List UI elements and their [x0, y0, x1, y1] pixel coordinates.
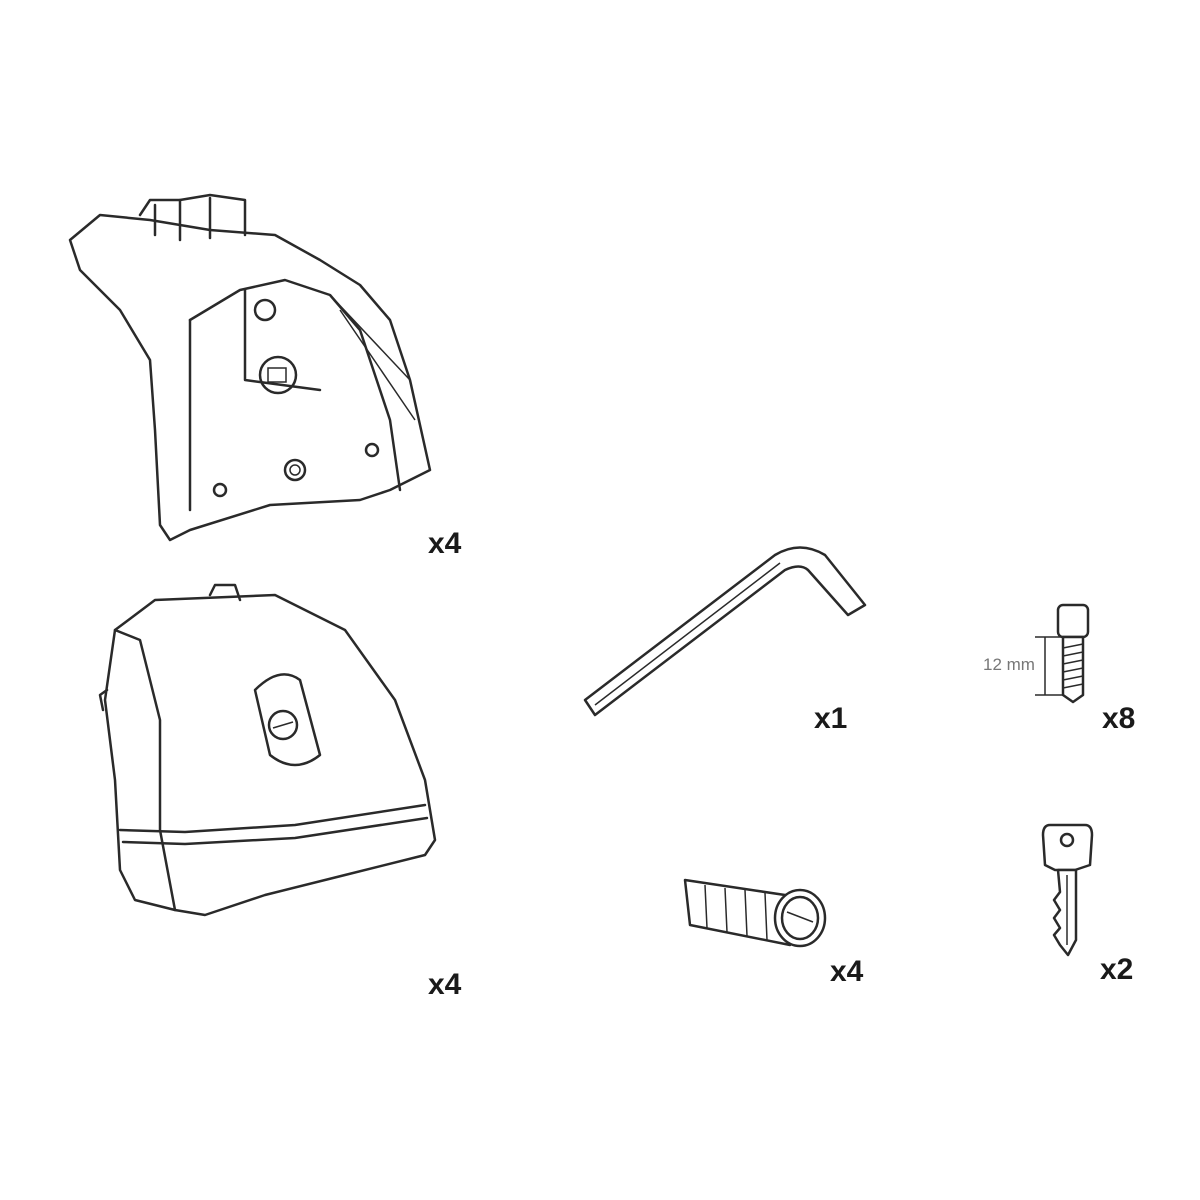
allen-key-quantity: x1: [814, 702, 848, 735]
lock-cylinder-quantity: x4: [830, 955, 864, 988]
allen-key-illustration: [583, 546, 867, 717]
screw-quantity: x8: [1102, 702, 1136, 735]
screw-length-label: 12 mm: [983, 655, 1035, 674]
lock-cylinder-illustration: [683, 878, 827, 948]
key-illustration: [1041, 823, 1094, 957]
key-quantity: x2: [1100, 953, 1134, 986]
foot-quantity: x4: [428, 527, 462, 560]
foot-cover-quantity: x4: [428, 968, 462, 1001]
foot-cover-illustration: [98, 583, 437, 917]
foot-illustration: [68, 193, 432, 542]
screw-illustration: [1035, 603, 1090, 704]
